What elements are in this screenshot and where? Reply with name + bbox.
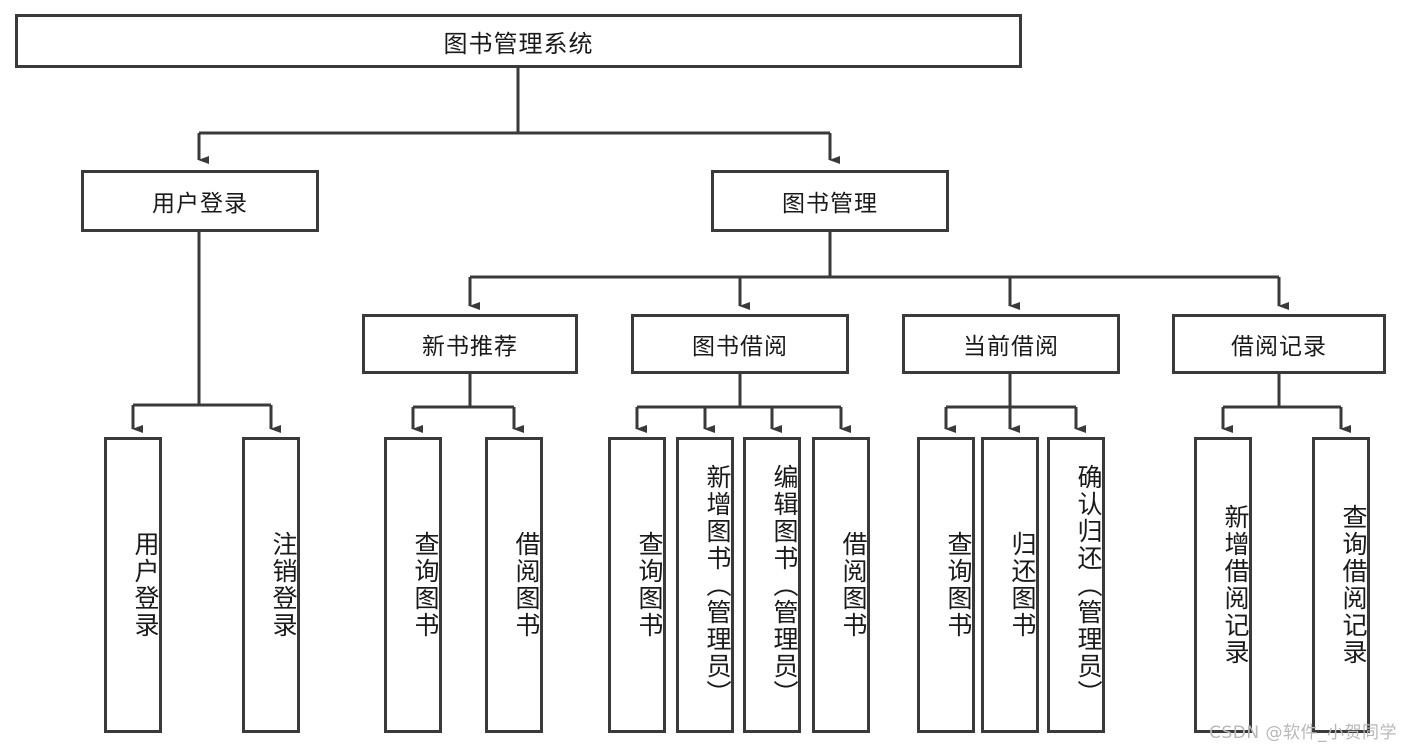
node-label: 当前借阅 [963,334,1059,360]
node-label: 查询图书 [635,531,664,639]
node-label: 图书管理系统 [443,29,594,58]
node-label: 归还图书 [1008,531,1037,639]
leaf-borrow-books-recommend[interactable]: 借阅图书 [485,437,543,733]
node-label: 编辑图书（管理员） [770,463,799,707]
node-book-borrowing[interactable]: 图书借阅 [631,314,849,374]
leaf-query-books-current[interactable]: 查询图书 [917,437,975,733]
node-root-library-system[interactable]: 图书管理系统 [15,14,1022,68]
node-label: 注销登录 [269,531,298,639]
node-label: 确认归还（管理员） [1074,463,1103,707]
leaf-query-books-borrow[interactable]: 查询图书 [608,437,666,733]
node-label: 图书管理 [782,191,878,217]
node-label: 图书借阅 [692,334,788,360]
node-borrowing-records[interactable]: 借阅记录 [1172,314,1386,374]
node-current-borrowing[interactable]: 当前借阅 [902,314,1120,374]
node-user-login[interactable]: 用户登录 [81,170,319,232]
leaf-borrow-books[interactable]: 借阅图书 [812,437,870,733]
node-label: 借阅图书 [839,531,868,639]
node-label: 查询图书 [944,531,973,639]
node-label: 新增借阅记录 [1221,504,1250,666]
node-label: 查询图书 [411,531,440,639]
leaf-add-book-admin[interactable]: 新增图书（管理员） [676,437,734,733]
leaf-return-books[interactable]: 归还图书 [981,437,1039,733]
leaf-query-borrow-record[interactable]: 查询借阅记录 [1312,437,1370,733]
node-book-management[interactable]: 图书管理 [711,170,949,232]
leaf-edit-book-admin[interactable]: 编辑图书（管理员） [743,437,801,733]
watermark: CSDN @软件_小贺同学 [1209,723,1397,743]
node-label: 借阅记录 [1231,334,1327,360]
leaf-user-login[interactable]: 用户登录 [104,437,162,733]
node-label: 用户登录 [131,531,160,639]
node-new-book-recommendation[interactable]: 新书推荐 [362,314,578,374]
leaf-query-books-recommend[interactable]: 查询图书 [384,437,442,733]
node-label: 查询借阅记录 [1339,504,1368,666]
node-label: 新书推荐 [422,334,518,360]
leaf-user-logout[interactable]: 注销登录 [242,437,300,733]
node-label: 借阅图书 [512,531,541,639]
leaf-add-borrow-record[interactable]: 新增借阅记录 [1194,437,1252,733]
node-label: 用户登录 [152,191,248,217]
node-label: 新增图书（管理员） [703,463,732,707]
leaf-confirm-return-admin[interactable]: 确认归还（管理员） [1047,437,1105,733]
